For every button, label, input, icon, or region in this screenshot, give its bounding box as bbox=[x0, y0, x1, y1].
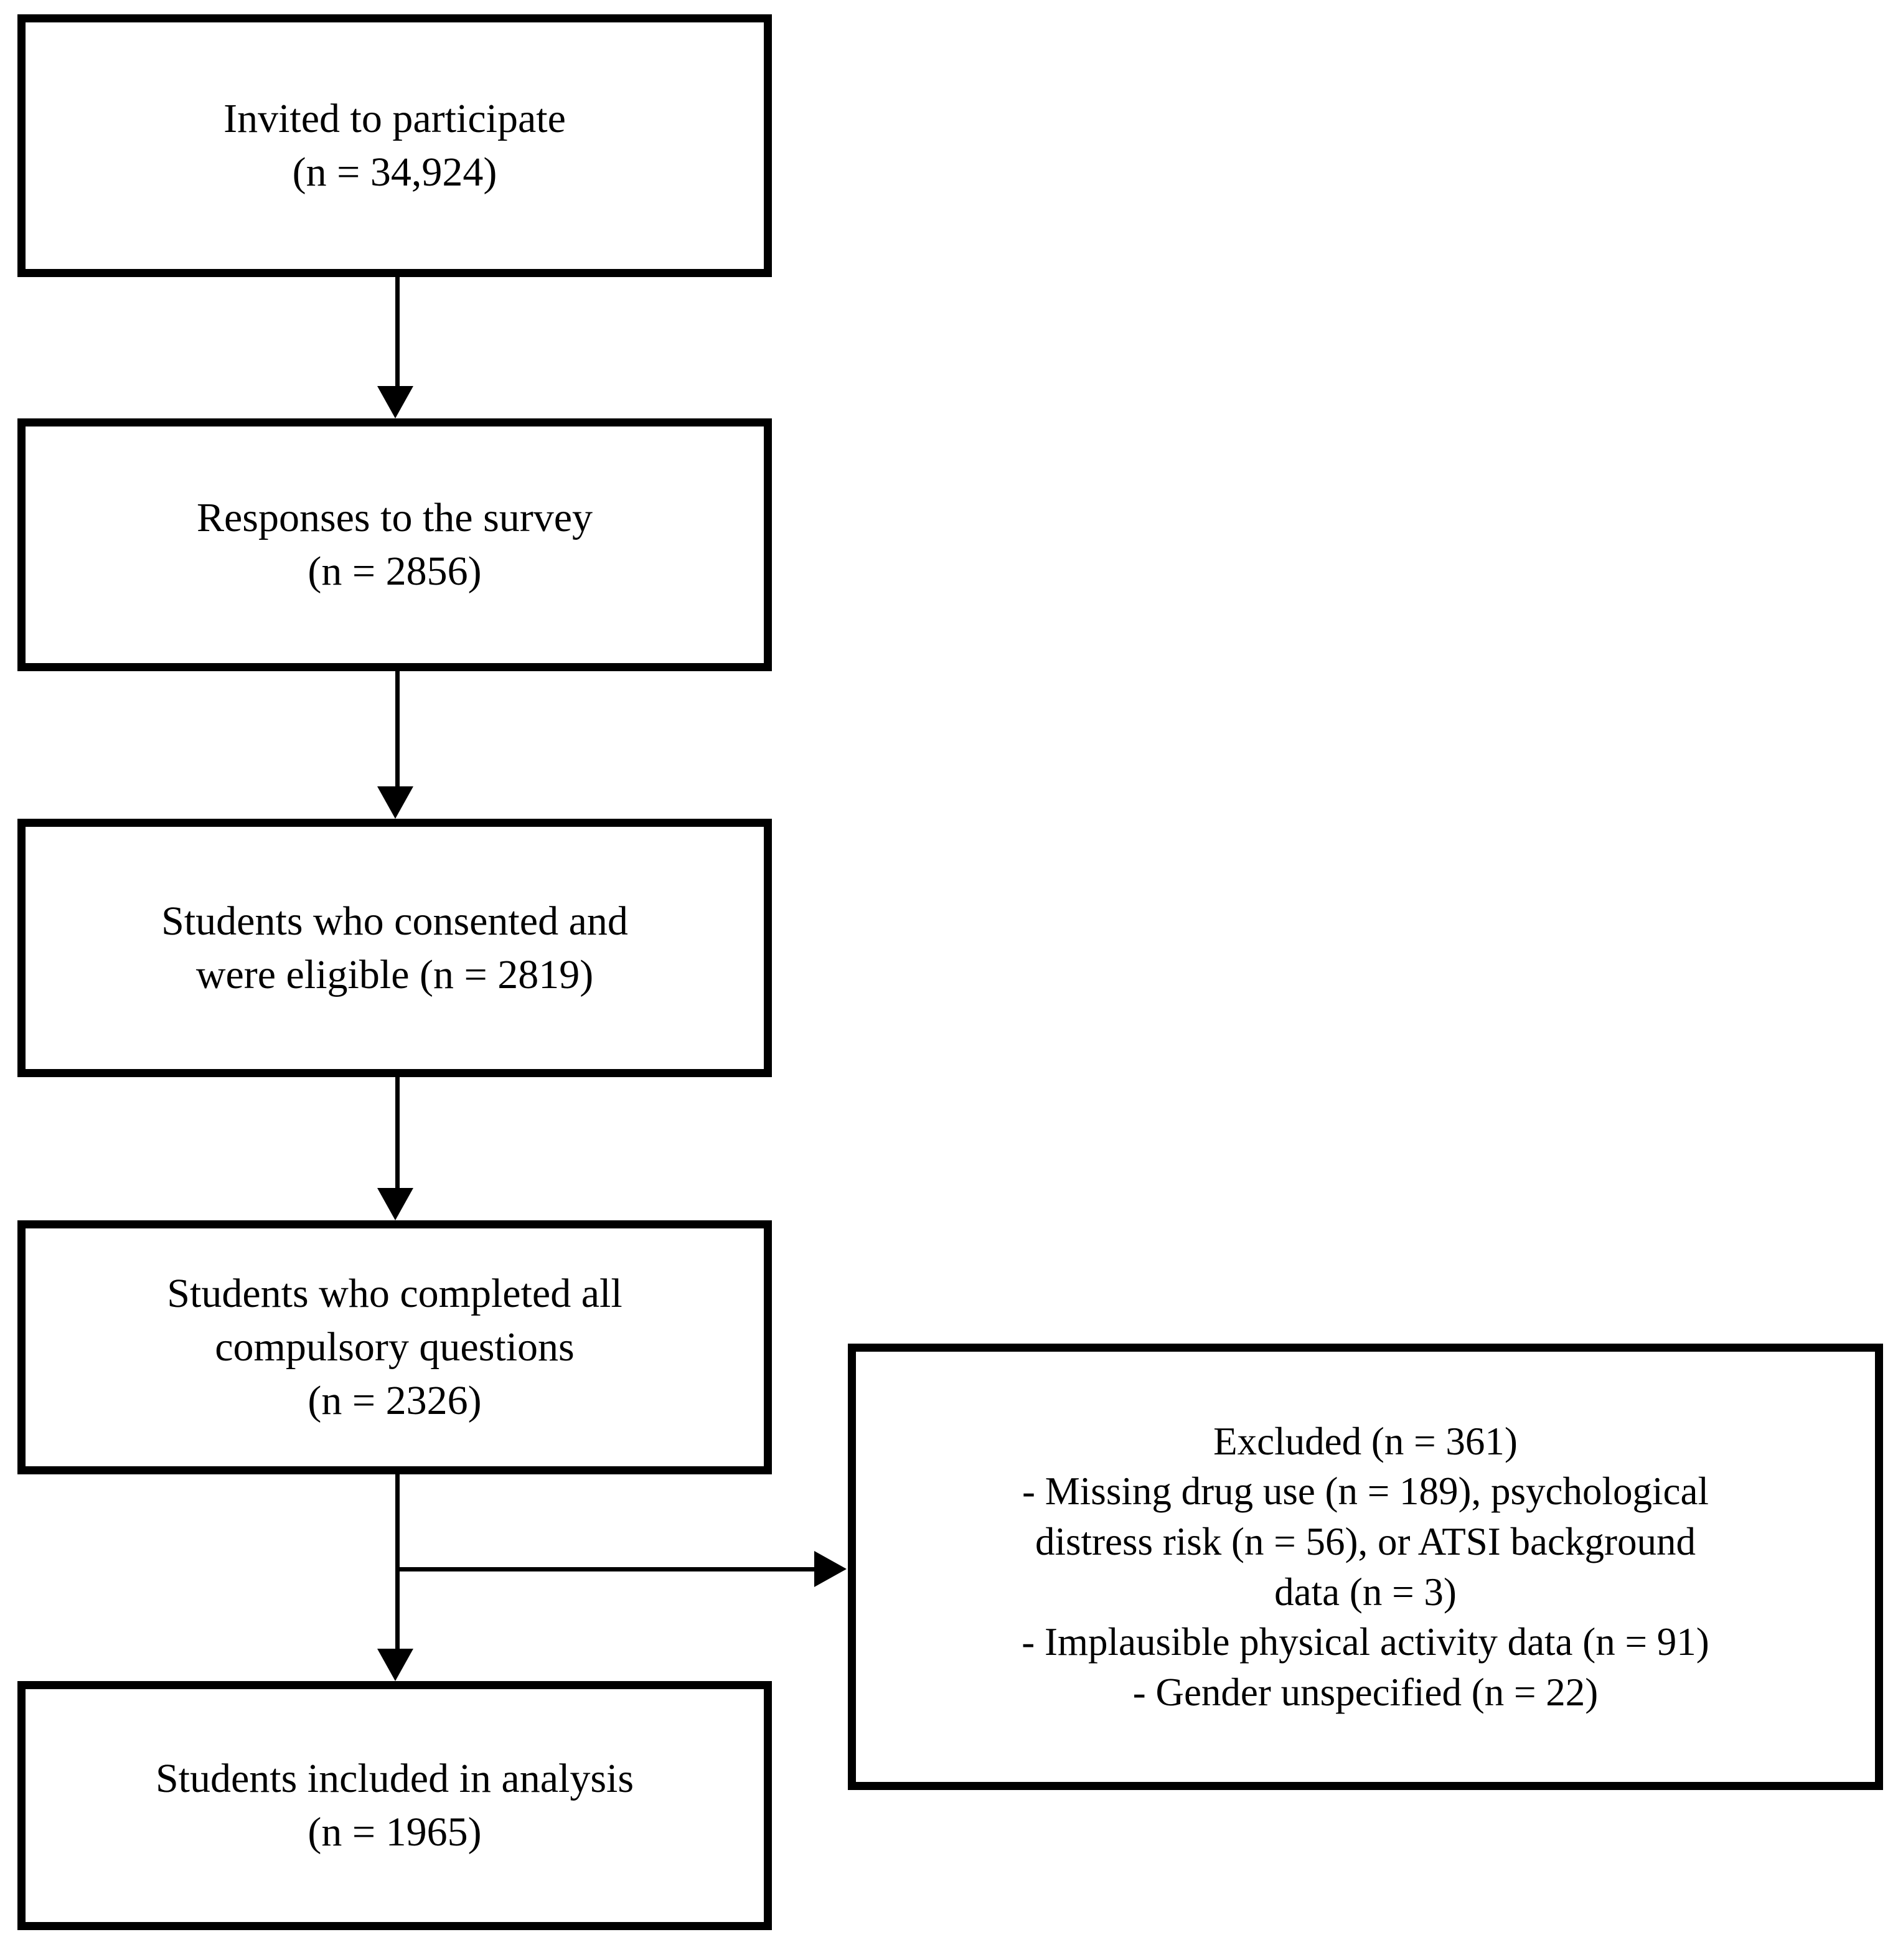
flow-node-excluded: Excluded (n = 361) - Missing drug use (n… bbox=[848, 1344, 1883, 1790]
connector-completed-to-excluded-line bbox=[397, 1567, 815, 1571]
flow-node-consented-label: Students who consented and were eligible… bbox=[161, 898, 628, 997]
flow-node-responses-label: Responses to the survey (n = 2856) bbox=[196, 495, 593, 594]
flow-node-responses-to-survey: Responses to the survey (n = 2856) bbox=[17, 418, 772, 671]
connector-responses-to-consented-line bbox=[395, 671, 400, 792]
connector-completed-to-excluded-arrowhead-icon bbox=[814, 1551, 847, 1587]
flow-node-students-completed-compulsory: Students who completed all compulsory qu… bbox=[17, 1220, 772, 1474]
flow-node-excluded-label: Excluded (n = 361) - Missing drug use (n… bbox=[1022, 1419, 1709, 1714]
connector-invited-to-responses-line bbox=[395, 277, 400, 393]
connector-consented-to-completed-arrowhead-icon bbox=[377, 1188, 413, 1220]
connector-completed-to-included-line bbox=[395, 1474, 400, 1651]
flow-node-students-included-in-analysis: Students included in analysis (n = 1965) bbox=[17, 1681, 772, 1930]
connector-completed-to-included-arrowhead-icon bbox=[377, 1649, 413, 1681]
connector-consented-to-completed-line bbox=[395, 1077, 400, 1189]
connector-invited-to-responses-arrowhead-icon bbox=[377, 386, 413, 418]
flow-node-invited-label: Invited to participate (n = 34,924) bbox=[223, 96, 566, 195]
flow-node-completed-label: Students who completed all compulsory qu… bbox=[167, 1271, 622, 1423]
flow-node-invited-to-participate: Invited to participate (n = 34,924) bbox=[17, 14, 772, 277]
flow-node-students-consented-eligible: Students who consented and were eligible… bbox=[17, 819, 772, 1077]
connector-responses-to-consented-arrowhead-icon bbox=[377, 786, 413, 819]
flow-node-included-label: Students included in analysis (n = 1965) bbox=[155, 1756, 634, 1855]
